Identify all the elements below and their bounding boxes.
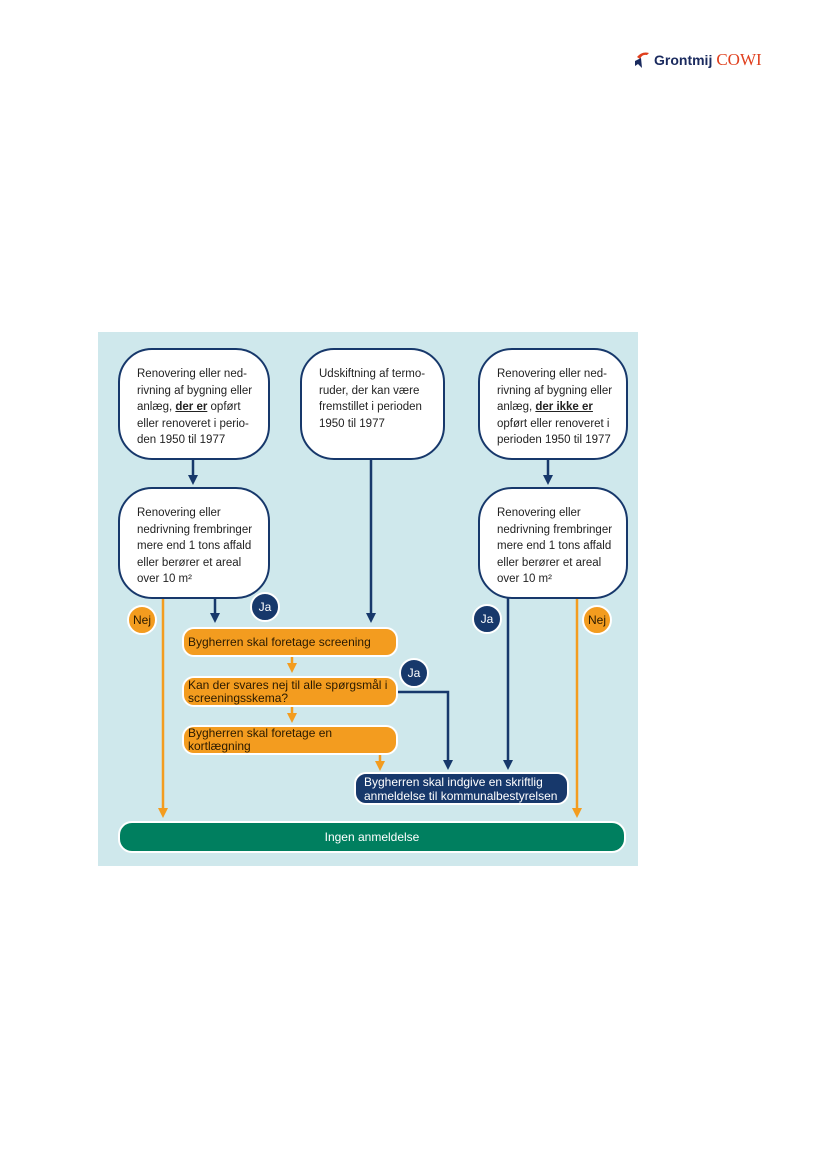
box-thermopane-replacement: Udskiftning af termo-ruder, der kan være… [300,348,445,460]
label-nej-left: Nej [127,605,157,635]
box-text: Udskiftning af termo-ruder, der kan være… [319,368,426,430]
step-mapping: Bygherren skal foretage en kortlægning [182,725,398,755]
step-question: Kan der svares nej til alle spørgsmål i … [182,676,398,707]
company-logo: Grontmij COWI [634,50,762,70]
box-text: Renovering eller nedrivning frembringer … [137,507,253,585]
box-renovation-not-1950-1977: Renovering eller ned-rivning af bygning … [478,348,628,460]
result-no-notification: Ingen anmeldelse [118,821,626,853]
grontmij-logo-icon [635,52,649,68]
box-text: Renovering eller ned-rivning af bygning … [497,368,613,413]
box-emphasis: der ikke er [535,401,593,413]
step-notify-municipality: Bygherren skal indgive en skriftlig anme… [354,772,569,805]
logo-cowi-text: COWI [716,50,762,69]
step-screening: Bygherren skal foretage screening [182,627,398,657]
label-ja-left: Ja [250,592,280,622]
box-emphasis: der er [175,401,208,413]
logo-grontmij-text: Grontmij [654,52,713,68]
box-text: opført eller renoveret i perioden 1950 t… [497,417,611,447]
label-nej-right: Nej [582,605,612,635]
box-text: Renovering eller ned-rivning af bygning … [137,368,253,413]
label-ja-question: Ja [399,658,429,688]
box-text: Renovering eller nedrivning frembringer … [497,507,613,585]
label-ja-right: Ja [472,604,502,634]
box-waste-threshold-left: Renovering eller nedrivning frembringer … [118,487,270,599]
box-waste-threshold-right: Renovering eller nedrivning frembringer … [478,487,628,599]
box-renovation-1950-1977: Renovering eller ned-rivning af bygning … [118,348,270,460]
box-text: opført eller renoveret i perio-den 1950 … [137,401,249,446]
